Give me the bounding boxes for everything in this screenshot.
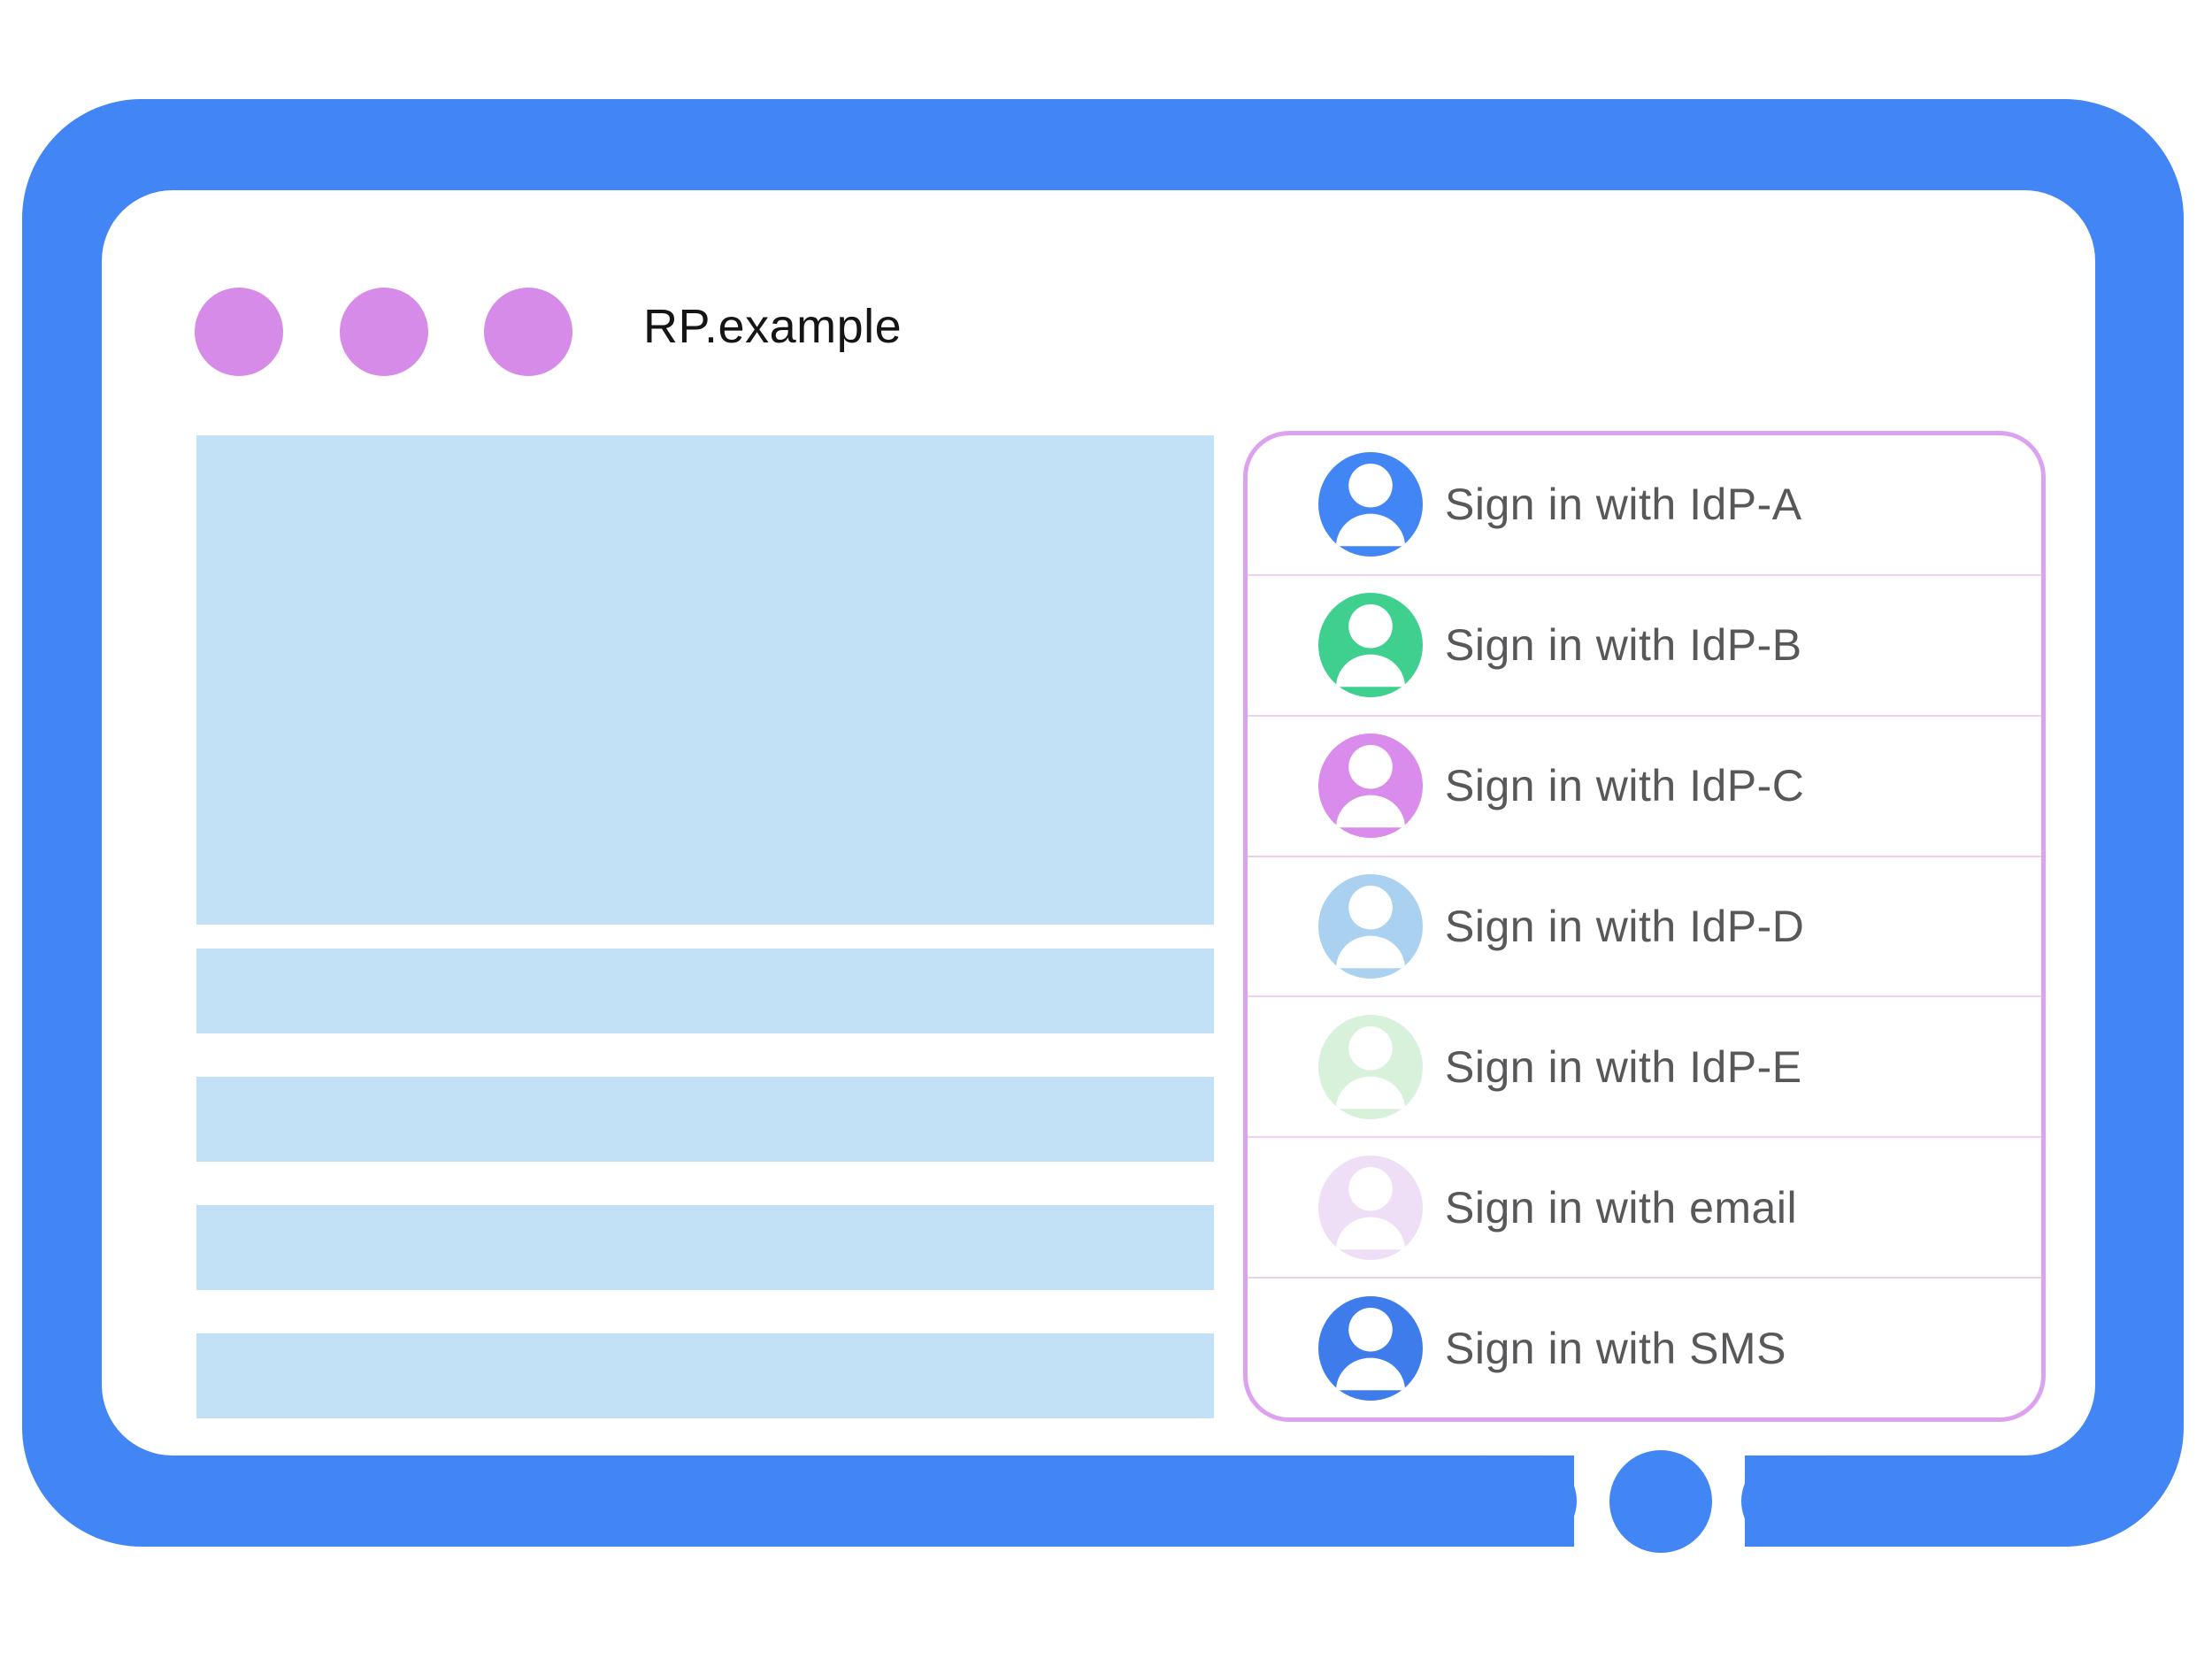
- signin-option-label: Sign in with IdP-E: [1445, 1041, 1802, 1092]
- person-icon: [1318, 733, 1423, 839]
- page-title: RP.example: [643, 300, 902, 353]
- signin-option-label: Sign in with IdP-D: [1445, 902, 1805, 951]
- signin-option-idp-a[interactable]: Sign in with IdP-A: [1248, 435, 2041, 574]
- content-placeholder-bar: [196, 1077, 1214, 1162]
- window-control-dot: [484, 288, 572, 376]
- bottom-bar-right-cap: [1741, 1455, 1874, 1547]
- person-icon: [1318, 593, 1423, 698]
- signin-option-idp-b[interactable]: Sign in with IdP-B: [1248, 573, 2041, 715]
- signin-option-label: Sign in with IdP-B: [1445, 620, 1802, 671]
- bottom-bar-left-cap: [1442, 1455, 1577, 1547]
- content-placeholder-hero: [196, 435, 1214, 925]
- person-icon: [1318, 1014, 1423, 1119]
- signin-option-idp-e[interactable]: Sign in with IdP-E: [1248, 995, 2041, 1136]
- person-icon: [1318, 1155, 1423, 1260]
- person-icon: [1318, 874, 1423, 979]
- window-control-dot: [195, 288, 283, 376]
- signin-option-idp-d[interactable]: Sign in with IdP-D: [1248, 855, 2041, 996]
- signin-option-label: Sign in with IdP-A: [1445, 480, 1802, 530]
- content-placeholder-bar: [196, 1333, 1214, 1418]
- signin-option-label: Sign in with SMS: [1445, 1323, 1786, 1373]
- person-icon: [1318, 1295, 1423, 1401]
- signin-option-sms[interactable]: Sign in with SMS: [1248, 1277, 2041, 1417]
- signin-option-label: Sign in with email: [1445, 1182, 1798, 1233]
- content-placeholder-bar: [196, 949, 1214, 1033]
- content-placeholder-bar: [196, 1205, 1214, 1290]
- signin-option-idp-c[interactable]: Sign in with IdP-C: [1248, 714, 2041, 856]
- signin-dialog: Sign in with IdP-A Sign in with IdP-B Si: [1243, 431, 2046, 1422]
- signin-option-label: Sign in with IdP-C: [1445, 761, 1805, 811]
- signin-option-email[interactable]: Sign in with email: [1248, 1136, 2041, 1277]
- home-button-circle: [1609, 1450, 1712, 1553]
- person-icon: [1318, 452, 1423, 557]
- window-control-dot: [340, 288, 428, 376]
